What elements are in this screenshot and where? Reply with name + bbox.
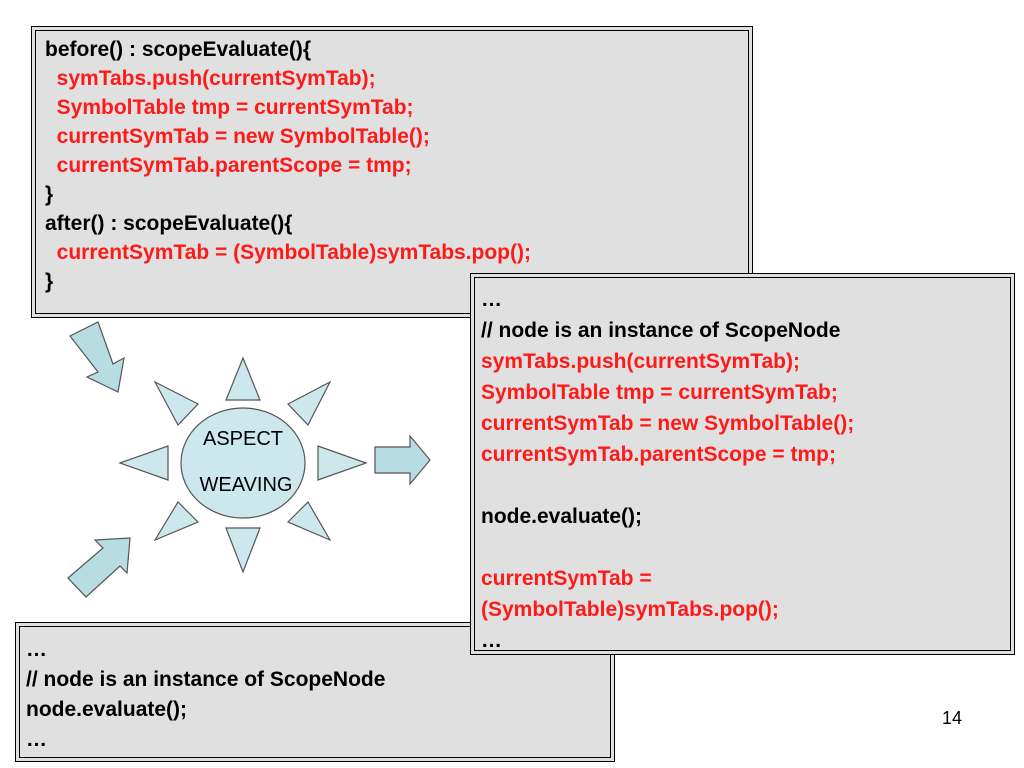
code-line: currentSymTab.parentScope = tmp; [481,443,836,466]
code-line: node.evaluate(); [26,698,188,721]
arrow-to-woven [374,434,431,486]
code-line: currentSymTab = [481,567,652,590]
ray-left [118,445,169,481]
ray-top [225,356,261,401]
ray-top-right [287,380,332,427]
code-line: node.evaluate(); [481,505,643,528]
code-line: currentSymTab.parentScope = tmp; [45,154,412,177]
code-line: symTabs.push(currentSymTab); [45,67,376,90]
code-line: currentSymTab = new SymbolTable(); [45,125,430,148]
arrow-from-base [67,537,131,598]
aspect-label: ASPECT [202,428,284,450]
code-line: before() : scopeEvaluate(){ [45,38,312,61]
center-ellipse [180,407,306,519]
aspect-code-box: before() : scopeEvaluate(){ symTabs.push… [31,26,753,318]
ray-top-left [153,380,199,427]
code-line: … [481,629,502,652]
code-line [481,532,1014,563]
woven-code-box: … // node is an instance of ScopeNode symT… [470,273,1015,655]
ray-bottom [225,527,261,574]
page-number: 14 [941,708,962,728]
code-line: SymbolTable tmp = currentSymTab; [481,381,838,404]
code-line: … [26,638,47,661]
code-line: symTabs.push(currentSymTab); [481,350,800,373]
ray-right [317,445,368,481]
weaving-label: WEAVING [199,474,293,496]
code-line [481,470,1014,501]
code-line: // node is an instance of ScopeNode [26,668,386,691]
code-line: (SymbolTable)symTabs.pop(); [481,598,779,621]
code-line: } [45,270,54,293]
arrow-from-aspect [69,321,125,393]
ray-bottom-right [286,501,332,542]
code-line: SymbolTable tmp = currentSymTab; [45,96,414,119]
code-line: // node is an instance of ScopeNode [481,319,841,342]
code-line: } [45,183,54,206]
code-line: currentSymTab = (SymbolTable)symTabs.pop… [45,241,531,264]
code-line: after() : scopeEvaluate(){ [45,212,293,235]
code-line: currentSymTab = new SymbolTable(); [481,412,855,435]
code-line: … [26,728,47,751]
code-line: … [481,288,502,311]
ray-bottom-left [153,501,200,542]
